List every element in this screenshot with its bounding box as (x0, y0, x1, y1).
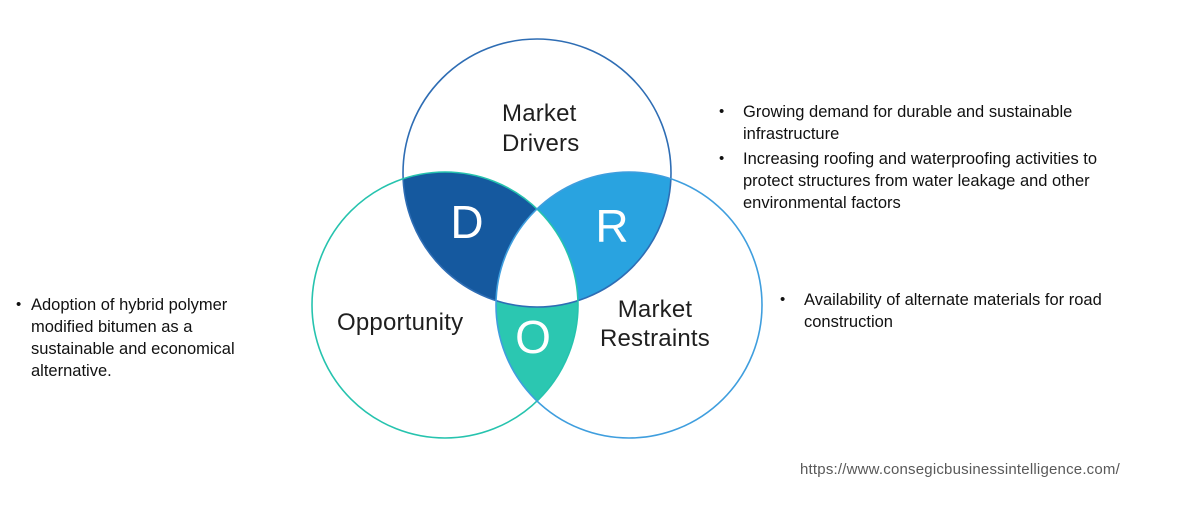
opportunity-circle-outline (311, 171, 579, 439)
drivers-circle-outline (402, 38, 672, 308)
drivers-notes-list: • Growing demand for durable and sustain… (712, 101, 1144, 217)
opportunity-note-text: Adoption of hybrid polymer modified bitu… (31, 296, 235, 380)
opportunity-circle-label: Opportunity (337, 309, 464, 336)
list-item: • Availability of alternate materials fo… (773, 289, 1119, 333)
opportunity-notes-list: • Adoption of hybrid polymer modified bi… (12, 294, 264, 385)
drivers-letter: D (450, 196, 483, 248)
list-item: • Growing demand for durable and sustain… (712, 101, 1144, 145)
opportunity-letter: O (515, 311, 551, 363)
drivers-note-text: Growing demand for durable and sustainab… (743, 103, 1073, 143)
drivers-circle-label: Market Drivers (502, 99, 579, 159)
drivers-note-text: Increasing roofing and waterproofing act… (743, 150, 1098, 212)
bullet-icon: • (780, 291, 786, 308)
drivers-label-line1: Market (502, 100, 577, 127)
restraints-circle-outline (495, 171, 763, 439)
list-item: • Adoption of hybrid polymer modified bi… (12, 294, 264, 382)
restraints-note-text: Availability of alternate materials for … (804, 291, 1102, 331)
restraints-circle-label: Market Restraints (584, 295, 726, 353)
bullet-icon: • (719, 103, 725, 120)
restraints-label-line2: Restraints (599, 325, 711, 352)
restraints-letter: R (595, 200, 628, 252)
restraints-label-line1: Market (617, 296, 693, 323)
drivers-label-line2: Drivers (502, 130, 580, 157)
source-url: https://www.consegicbusinessintelligence… (800, 461, 1120, 478)
list-item: • Increasing roofing and waterproofing a… (712, 148, 1144, 214)
restraints-notes-list: • Availability of alternate materials fo… (773, 289, 1119, 336)
bullet-icon: • (16, 296, 22, 313)
bullet-icon: • (719, 150, 725, 167)
